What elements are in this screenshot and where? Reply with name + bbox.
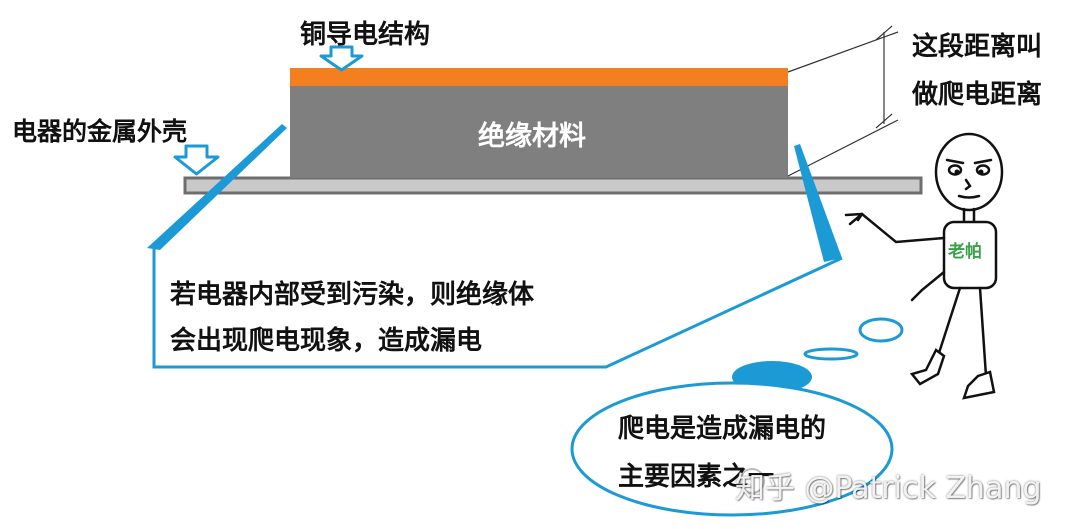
- ellipse-text-line2: 主要因素之一: [618, 462, 775, 492]
- watermark-text: 知乎 @Patrick Zhang: [735, 471, 1042, 506]
- thought-bubble-icon: [570, 317, 904, 517]
- callout-text-line2: 会出现爬电现象，造成漏电: [170, 326, 483, 356]
- watermark-ring: [739, 468, 765, 494]
- figure-head: [934, 132, 1004, 212]
- callout-wedge-left: [147, 124, 287, 250]
- callout-box: [147, 124, 843, 369]
- callout-wedge-right: [794, 144, 842, 262]
- ellipse-text-line1: 爬电是造成漏电的: [618, 414, 827, 444]
- copper-strip: [290, 68, 788, 86]
- creepage-dimension: [787, 25, 899, 177]
- insulation-label: 绝缘材料: [478, 121, 586, 152]
- creepage-label-line1: 这段距离叫: [912, 32, 1043, 62]
- insulation-block: [290, 86, 788, 178]
- callout-text-line1: 若电器内部受到污染，则绝缘体: [170, 280, 535, 310]
- thought-ellipse: [570, 381, 894, 517]
- character-name-badge: 老帕: [948, 242, 982, 262]
- copper-structure-label: 铜导电结构: [300, 20, 431, 50]
- stick-figure-icon: [844, 132, 1004, 400]
- down-arrow-icon: [319, 45, 364, 72]
- down-arrow-icon: [173, 144, 220, 176]
- creepage-label-line2: 做爬电距离: [912, 80, 1043, 110]
- metal-housing-label: 电器的金属外壳: [12, 117, 188, 146]
- figure-body: [942, 220, 998, 290]
- callout-outline: [152, 246, 843, 369]
